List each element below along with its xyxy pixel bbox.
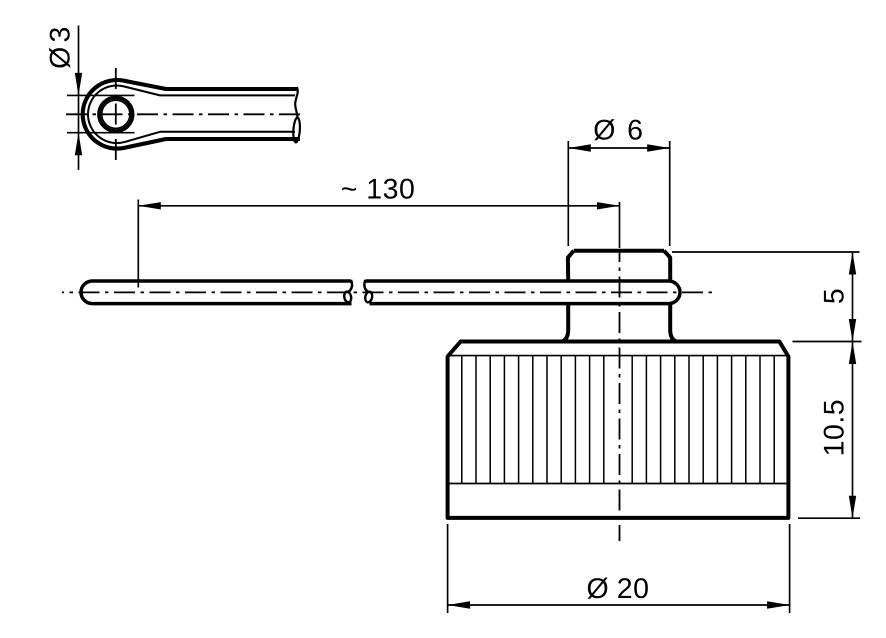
svg-text:20: 20 — [617, 573, 650, 605]
svg-text:Ø: Ø — [586, 573, 609, 605]
svg-text:3: 3 — [45, 26, 77, 42]
svg-text:6: 6 — [627, 114, 643, 146]
svg-text:5: 5 — [819, 288, 851, 304]
svg-text:10.5: 10.5 — [819, 399, 851, 456]
svg-text:Ø: Ø — [593, 114, 616, 146]
svg-text:Ø: Ø — [45, 46, 77, 69]
svg-text:~ 130: ~ 130 — [341, 174, 416, 206]
